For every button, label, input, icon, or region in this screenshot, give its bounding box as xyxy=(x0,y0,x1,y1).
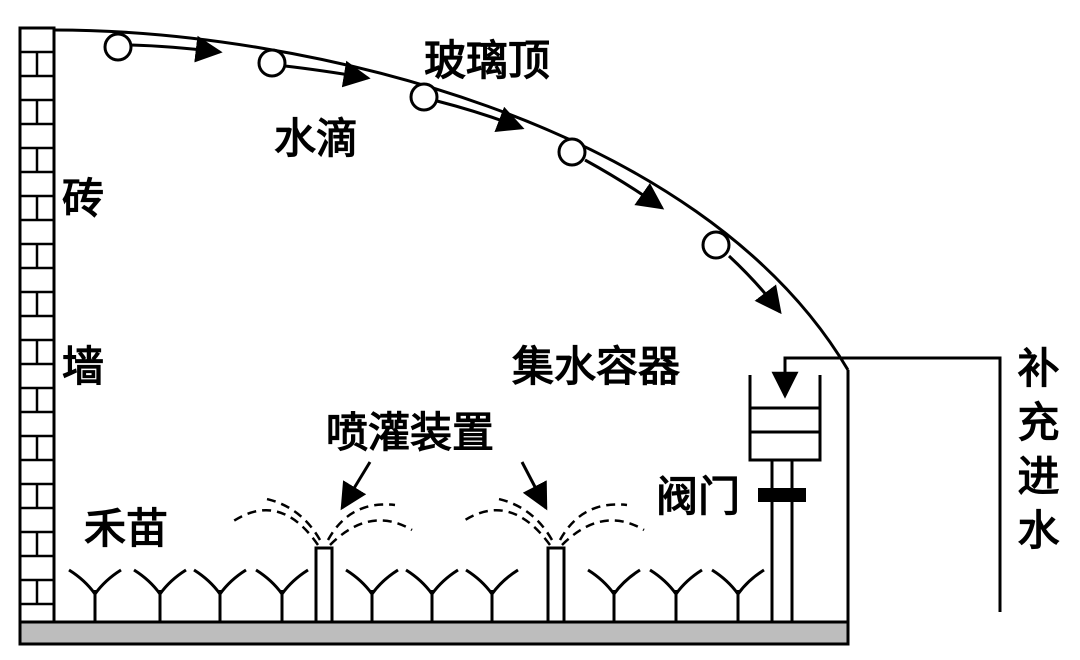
glass-roof xyxy=(53,28,850,371)
water-drop-2 xyxy=(257,48,287,78)
water-drop-3 xyxy=(409,82,439,112)
water-drops xyxy=(103,32,731,260)
sprinkler-2 xyxy=(461,496,645,624)
flow-arrow-2 xyxy=(284,60,371,88)
seedling-5 xyxy=(345,568,399,622)
valve xyxy=(758,488,806,502)
brick-wall-label-top: 砖 xyxy=(62,174,105,223)
seedling-3 xyxy=(193,568,247,622)
seedling-1 xyxy=(68,568,122,622)
seedling-4 xyxy=(255,568,309,622)
ground-strip xyxy=(18,620,850,646)
seedling-2 xyxy=(133,568,187,622)
sprinkler-pointer-1 xyxy=(340,461,372,511)
water-drop-label: 水滴 xyxy=(274,114,359,163)
glass-roof-label: 玻璃顶 xyxy=(424,36,551,85)
collector-label: 集水容器 xyxy=(512,342,681,391)
brick-wall xyxy=(18,26,56,624)
seedling-8 xyxy=(587,568,641,622)
refill-label: 补充进水 xyxy=(1011,346,1060,562)
flow-arrow-4 xyxy=(584,158,665,210)
seedling-9 xyxy=(649,568,703,622)
flow-arrows xyxy=(130,35,782,315)
refill-pipe xyxy=(771,356,1002,612)
sprinkler-1 xyxy=(231,496,413,624)
sprinkler-pointer-2 xyxy=(520,461,548,511)
seedling-label: 禾苗 xyxy=(84,504,169,553)
seedling-10 xyxy=(711,568,765,622)
water-drop-4 xyxy=(557,137,587,167)
seedling-6 xyxy=(405,568,459,622)
seedlings xyxy=(68,568,765,622)
flow-arrow-3 xyxy=(436,99,525,132)
flow-arrow-1 xyxy=(130,35,223,63)
valve-label: 阀门 xyxy=(656,472,741,521)
sprinkler-label: 喷灌装置 xyxy=(326,408,495,457)
outflow-pipe xyxy=(770,460,794,622)
collection-container xyxy=(748,375,822,462)
brick-wall-label-bottom: 墙 xyxy=(62,342,105,391)
seedling-7 xyxy=(465,568,519,622)
water-drop-1 xyxy=(103,32,133,62)
flow-arrow-5 xyxy=(727,254,782,315)
water-drop-5 xyxy=(701,230,731,260)
